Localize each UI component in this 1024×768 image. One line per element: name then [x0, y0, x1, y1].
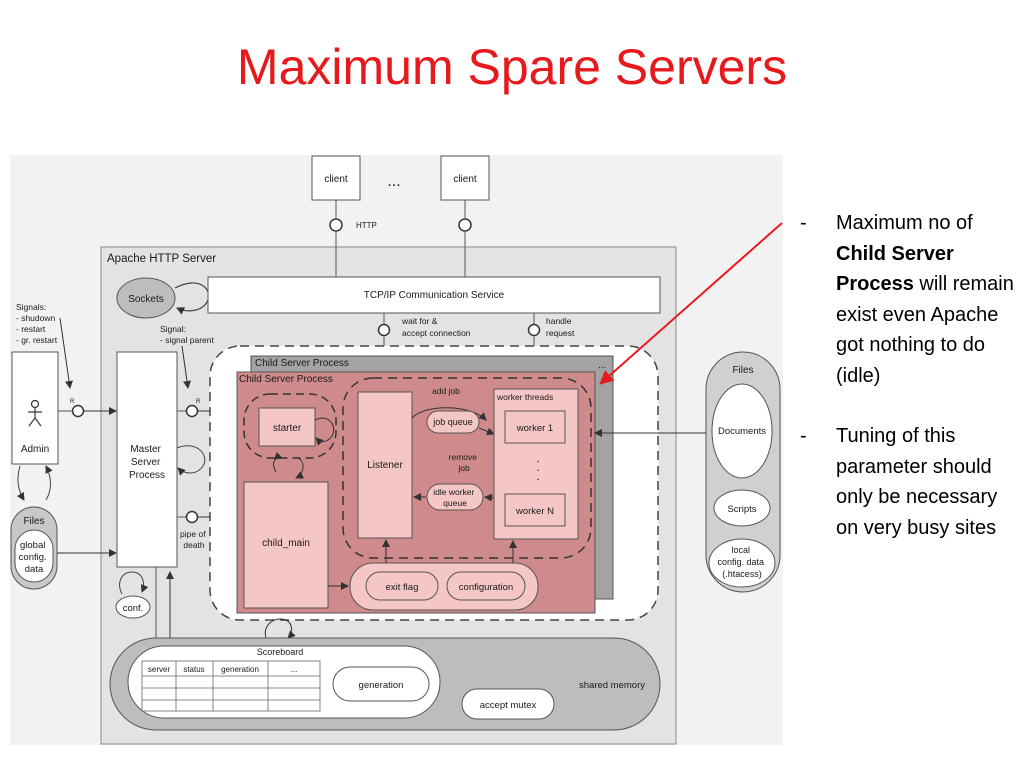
child-process-back-label: Child Server Process [255, 358, 349, 369]
admin-signal-port [71, 404, 85, 418]
exit-flag-node [365, 571, 439, 601]
sb-header-more: ... [291, 665, 298, 674]
conf-node [115, 595, 151, 619]
client-label-1: client [324, 174, 348, 185]
signal-parent-port [185, 404, 199, 418]
note-bullet: - [800, 425, 807, 447]
right-files-label: Files [732, 365, 753, 376]
conf-label: conf. [123, 603, 144, 614]
global-config-label: global config. data [19, 540, 50, 575]
request-port [527, 323, 541, 337]
master-server-label: Master Server Process [129, 444, 165, 481]
worker-dot-1: . [536, 451, 539, 465]
handle-request-label: handle request [546, 316, 575, 338]
note-item: - Maximum no of Child Server Process wil… [800, 208, 1018, 391]
note-text-plain: will remain exist even Apache got nothin… [836, 273, 1014, 387]
slide-title: Maximum Spare Servers [236, 39, 788, 95]
generation-node [332, 666, 430, 702]
thread-dashed-group [342, 377, 592, 559]
configuration-node [446, 571, 526, 601]
local-config-label: local config. data (.htacess) [717, 545, 766, 579]
admin-label: Admin [21, 444, 49, 455]
signals-text: Signals: - shudown - restart - gr. resta… [16, 302, 58, 345]
signal-parent-label: Signal: - signal parent [160, 324, 215, 345]
note-text-plain: Tuning of this parameter should only be … [836, 425, 998, 539]
idle-worker-queue-node [426, 483, 484, 511]
exit-flag-label: exit flag [386, 582, 419, 593]
note-text-plain: Maximum no of [836, 212, 973, 234]
apache-server-title: Apache HTTP Server [107, 253, 216, 265]
wait-accept-label: wait for & accept connection [401, 316, 471, 338]
child-process-back-dots: ... [598, 360, 606, 371]
worker-1-label: worker 1 [516, 423, 553, 434]
job-queue-label: job queue [432, 417, 473, 427]
add-job-label: add job [432, 386, 460, 396]
scripts-label: Scripts [727, 504, 756, 515]
sb-header-generation: generation [221, 665, 259, 674]
worker-dot-2: . [536, 460, 539, 474]
listener-box [357, 391, 413, 539]
sb-header-server: server [148, 665, 171, 674]
generation-label: generation [359, 680, 404, 691]
admin-port-r: R [70, 399, 75, 405]
worker-n-label: worker N [515, 506, 554, 517]
worker-n-box [504, 493, 566, 527]
http-port-2 [458, 218, 472, 232]
worker-dot-3: . [536, 469, 539, 483]
note-text-bold: Child Server Process [836, 242, 954, 296]
left-files-label: Files [23, 516, 44, 527]
scoreboard-table [141, 660, 321, 712]
idle-worker-queue-label: idle worker queue [433, 487, 476, 508]
starter-label: starter [273, 423, 302, 434]
global-config-node [14, 529, 54, 583]
note-text: Maximum no of Child Server Process will … [836, 208, 1018, 391]
parent-port-r: R [196, 399, 201, 405]
accept-mutex-label: accept mutex [480, 700, 537, 711]
client-box-1 [311, 155, 361, 201]
accept-port [377, 323, 391, 337]
master-server-box [116, 351, 178, 568]
child-process-front-label: Child Server Process [239, 374, 333, 385]
worker-1-box [504, 410, 566, 444]
configuration-label: configuration [459, 582, 513, 593]
child-main-label: child_main [262, 538, 310, 549]
scoreboard-label: Scoreboard [257, 647, 304, 657]
documents-node [711, 383, 773, 479]
job-queue-node [426, 410, 480, 434]
admin-actor-icon [28, 399, 42, 427]
worker-threads-label: worker threads [496, 392, 553, 402]
listener-label: Listener [367, 460, 403, 471]
note-text: Tuning of this parameter should only be … [836, 421, 1018, 543]
sockets-node [116, 277, 176, 319]
starter-dashed-group [243, 393, 337, 459]
scripts-node [713, 489, 771, 527]
note-bullet: - [800, 212, 807, 234]
sockets-label: Sockets [128, 294, 164, 305]
starter-box [258, 407, 316, 447]
tcpip-service-label: TCP/IP Communication Service [364, 290, 505, 301]
sb-header-status: status [183, 665, 204, 674]
documents-label: Documents [718, 426, 766, 437]
http-label: HTTP [356, 221, 377, 230]
client-ellipsis: ... [387, 173, 400, 190]
annotation-arrow [599, 222, 783, 385]
client-label-2: client [453, 174, 477, 185]
http-port-1 [329, 218, 343, 232]
child-main-box [243, 481, 329, 609]
tcpip-service-box [207, 276, 661, 314]
accept-mutex-node [461, 688, 555, 720]
notes-list: - Maximum no of Child Server Process wil… [800, 208, 1018, 573]
shared-memory-label: shared memory [579, 680, 645, 691]
client-box-2 [440, 155, 490, 201]
remove-job-label: remove job [449, 452, 480, 473]
pipe-of-death-label: pipe of death [180, 529, 208, 550]
local-config-node [708, 538, 776, 588]
note-item: - Tuning of this parameter should only b… [800, 421, 1018, 543]
pipe-of-death-port [185, 510, 199, 524]
